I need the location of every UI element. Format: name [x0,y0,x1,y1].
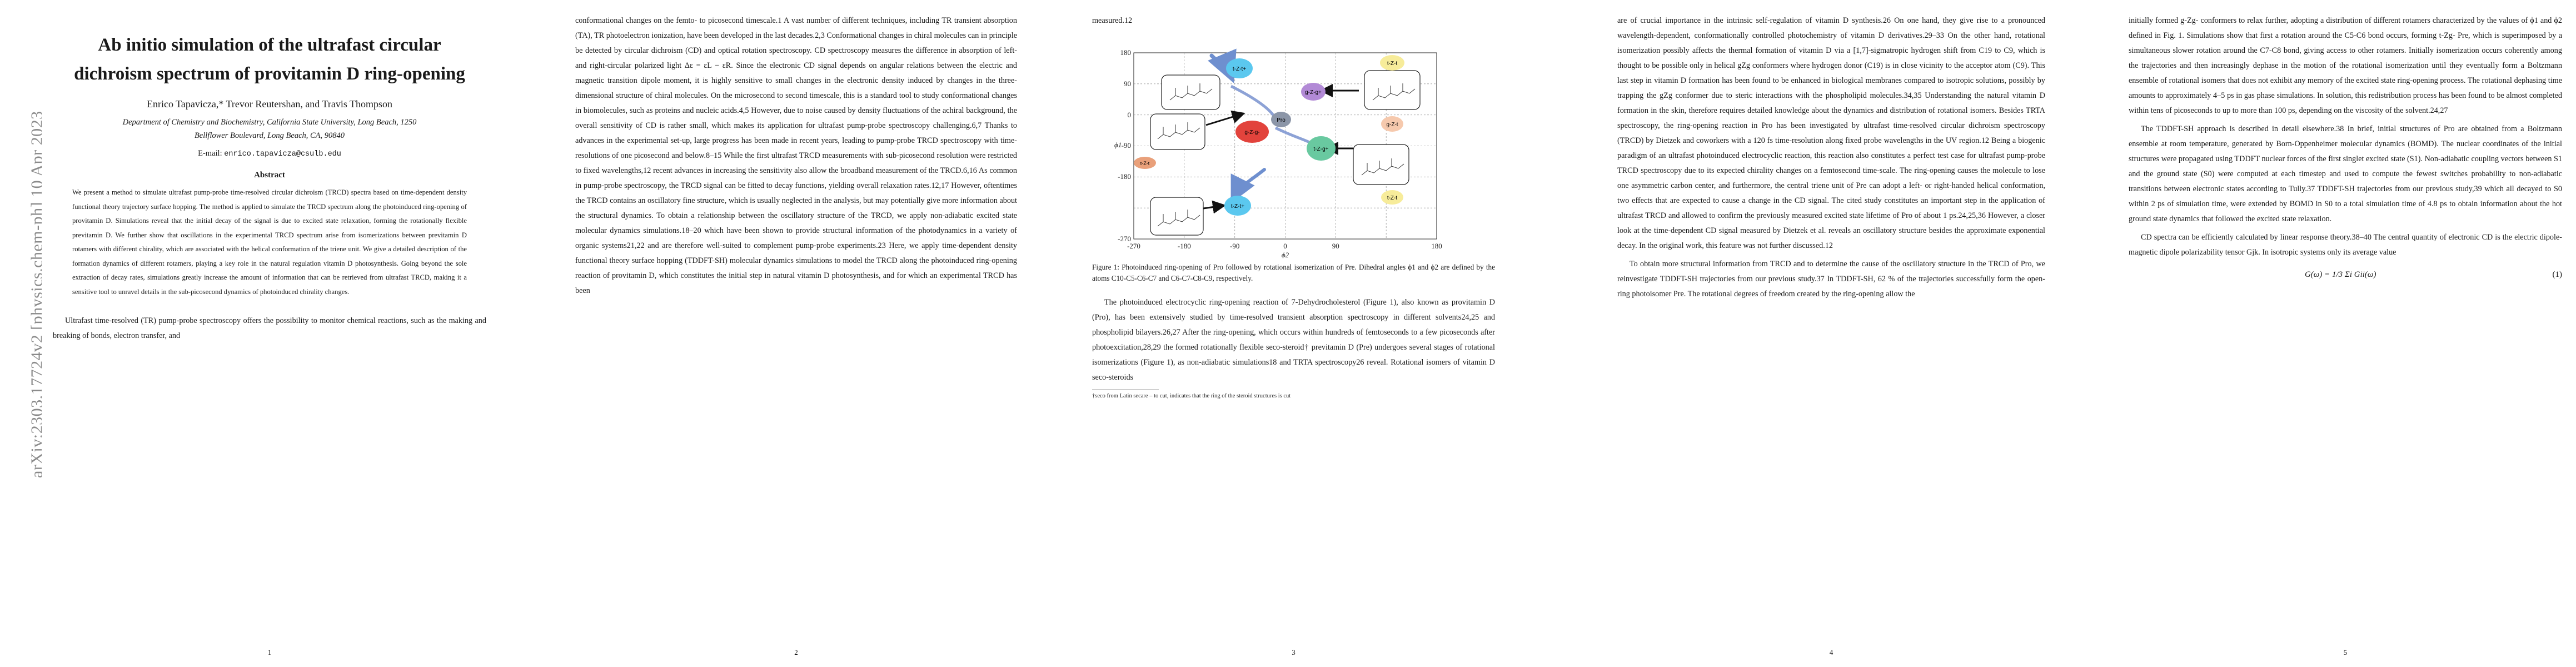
title-line-2: dichroism spectrum of provitamin D ring-… [74,64,465,84]
x-tick-minus180: -180 [1178,242,1191,250]
y-tick-180: 180 [1120,48,1132,57]
state-gzg-plus [1301,83,1326,101]
page-number: 1 [267,648,272,656]
state-gzg-minus [1235,121,1269,143]
state-pro [1271,112,1291,127]
state-tzt-left [1134,157,1156,169]
state-tzt-top [1380,55,1404,71]
affiliation: Department of Chemistry and Biochemistry… [53,116,486,142]
molecule-box-2 [1364,70,1421,110]
x-tick-180: 180 [1431,242,1442,250]
state-tzt-bottom [1381,190,1403,205]
molecule-box-3 [1150,113,1205,150]
y-tick-0: 0 [1128,111,1132,119]
y-tick-90: 90 [1124,79,1131,88]
page-5: initially formed g-Zg- conformers to rel… [2129,0,2562,667]
state-label-tzt-bottom: t-Z-t [1387,195,1398,201]
footnote: †seco from Latin secare – to cut, indica… [1092,393,1291,399]
page-5-body-1: initially formed g-Zg- conformers to rel… [2129,16,2562,115]
state-label-tzt-plus-bottom: t-Z-t+ [1231,203,1244,210]
equation-number: (1) [2552,270,2563,279]
page-2: conformational changes on the femto- to … [575,0,1017,667]
page-5-body-3: CD spectra can be efficiently calculated… [2129,233,2562,257]
molecule-box-5 [1150,197,1204,236]
title-line-1: Ab initio simulation of the ultrafast ci… [98,35,441,55]
paper-title: Ab initio simulation of the ultrafast ci… [53,31,486,88]
state-label-tzt-left: t-Z-t [1140,161,1150,166]
affiliation-line-2: Bellflower Boulevard, Long Beach, CA, 90… [194,131,345,140]
y-tick-minus180: -180 [1118,172,1131,181]
equation-1: G(ω) = 1/3 Σi Gii(ω) (1) [2129,270,2562,280]
x-tick-0: 0 [1283,242,1287,250]
arxiv-stamp: arXiv:2303.17724v2 [physics.chem-ph] 10 … [10,56,46,478]
abstract-heading: Abstract [254,171,285,180]
arrow-to-tzg [1274,126,1316,146]
skeleton-1 [1169,83,1213,101]
y-tick-minus270: -270 [1118,235,1131,243]
x-tick-minus90: -90 [1230,242,1239,250]
state-label-tzt-top: t-Z-t [1387,61,1398,67]
state-label-gzt: g-Z-t [1386,122,1398,128]
figure-caption: Figure 1: Photoinduced ring-opening of P… [1092,263,1495,282]
page-number: 2 [794,648,798,656]
authors: Enrico Tapavicza,* Trevor Reutershan, an… [146,98,393,109]
arrow-to-pro [1230,84,1277,120]
figure-1: 180 90 0 -90 -180 -270 -270 -180 -90 0 9… [1114,48,1442,258]
skeleton-5 [1157,210,1200,227]
skeleton-2 [1372,83,1416,101]
y-axis-label: ϕ1 [1114,141,1122,149]
page-3-top-text: measured.12 [1092,16,1133,25]
page-number: 4 [1829,648,1833,656]
y-tick-minus90: -90 [1122,141,1131,150]
page-4-body-2: To obtain more structural information fr… [1617,260,2045,298]
intro-paragraph: Ultrafast time-resolved (TR) pump-probe … [53,316,486,340]
page-number: 5 [2343,648,2348,656]
state-tzt-plus-top [1226,58,1253,78]
page-3-body: The photoinduced electrocyclic ring-open… [1092,298,1495,382]
state-label-pro: Pro [1277,117,1285,123]
state-gzt [1381,116,1403,132]
state-label-gzg-minus: g-Z-g- [1244,130,1259,136]
page-number: 3 [1292,648,1296,656]
molecule-box-4 [1353,144,1409,185]
state-label-gzg-plus: g-Z-g+ [1305,89,1322,96]
abstract-text: We present a method to simulate ultrafas… [72,188,467,296]
affiliation-line-1: Department of Chemistry and Biochemistry… [122,118,417,127]
page-5-body-2: The TDDFT-SH approach is described in de… [2129,125,2562,223]
skeleton-4 [1361,158,1404,176]
page-1: Ab initio simulation of the ultrafast ci… [42,0,497,667]
arrow-down [1230,168,1266,203]
x-tick-90: 90 [1332,242,1339,250]
x-tick-minus270: -270 [1127,242,1140,250]
state-label-tzt-plus-top: t-Z-t+ [1233,66,1246,72]
page-2-body: conformational changes on the femto- to … [575,16,1017,295]
skeleton-3 [1157,122,1200,140]
state-tzg-plus [1307,136,1336,161]
email-line: E-mail: enrico.tapavicza@csulb.edu [53,149,486,158]
email-address[interactable]: enrico.tapavicza@csulb.edu [224,150,341,158]
state-tzt-plus-bottom [1224,196,1251,216]
email-label: E-mail: [198,149,222,158]
molecule-box-1 [1161,74,1220,110]
state-label-tzg-plus: t-Z-g+ [1314,146,1329,152]
page-4-body-1: are of crucial importance in the intrins… [1617,16,2045,250]
arrow-black-left [1205,110,1245,126]
equation-expression: G(ω) = 1/3 Σi Gii(ω) [2304,270,2376,279]
page-3: measured.12 [1092,0,1495,667]
x-axis-label: ϕ2 [1282,251,1289,258]
arrow-black-bottom [1203,200,1226,214]
page-4: are of crucial importance in the intrins… [1617,0,2045,667]
